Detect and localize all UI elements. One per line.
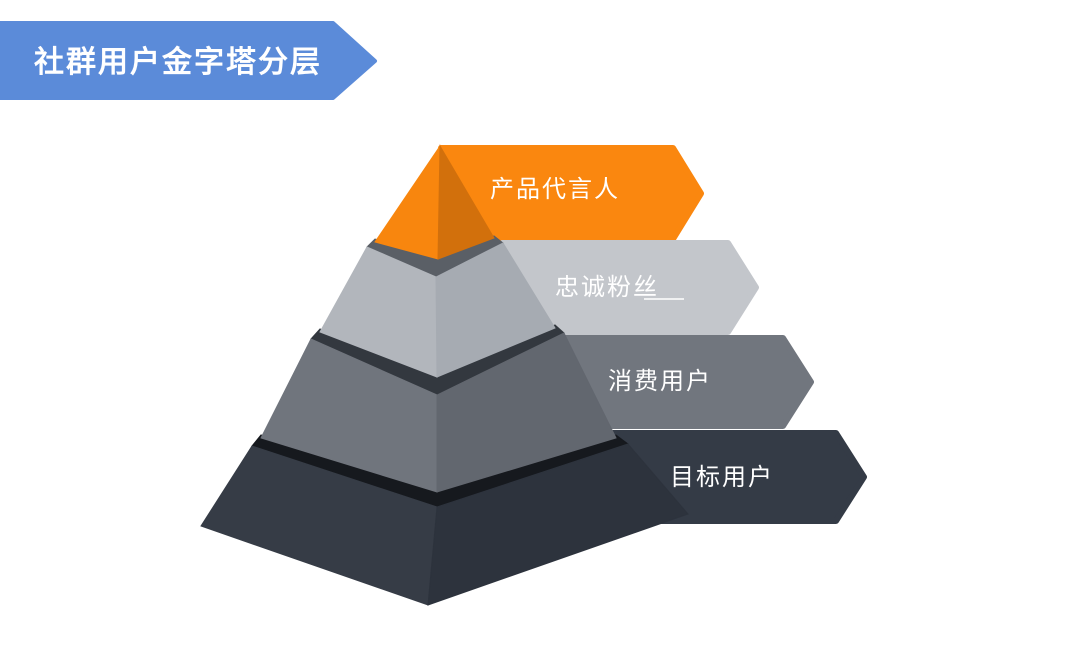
tier-1-left-face [374, 144, 441, 260]
tier-1-label: 产品代言人 [490, 176, 620, 203]
page-title: 社群用户金字塔分层 [34, 45, 322, 79]
title-banner-shape [0, 21, 377, 100]
tier-4-label: 目标用户 [670, 464, 774, 491]
tier-3-label: 消费用户 [608, 368, 712, 395]
title-banner: 社群用户金字塔分层 [0, 21, 377, 100]
pyramid-body [200, 144, 689, 606]
tier-1-right-face [437, 144, 495, 260]
tier-3-right-face [436, 332, 617, 493]
tier-4-right-face [427, 443, 689, 606]
tier-2-right-face [435, 242, 556, 378]
tier-labels: 产品代言人 忠诚粉丝 消费用户 目标用户 [490, 176, 774, 491]
tier-2-label: 忠诚粉丝 [555, 274, 659, 301]
